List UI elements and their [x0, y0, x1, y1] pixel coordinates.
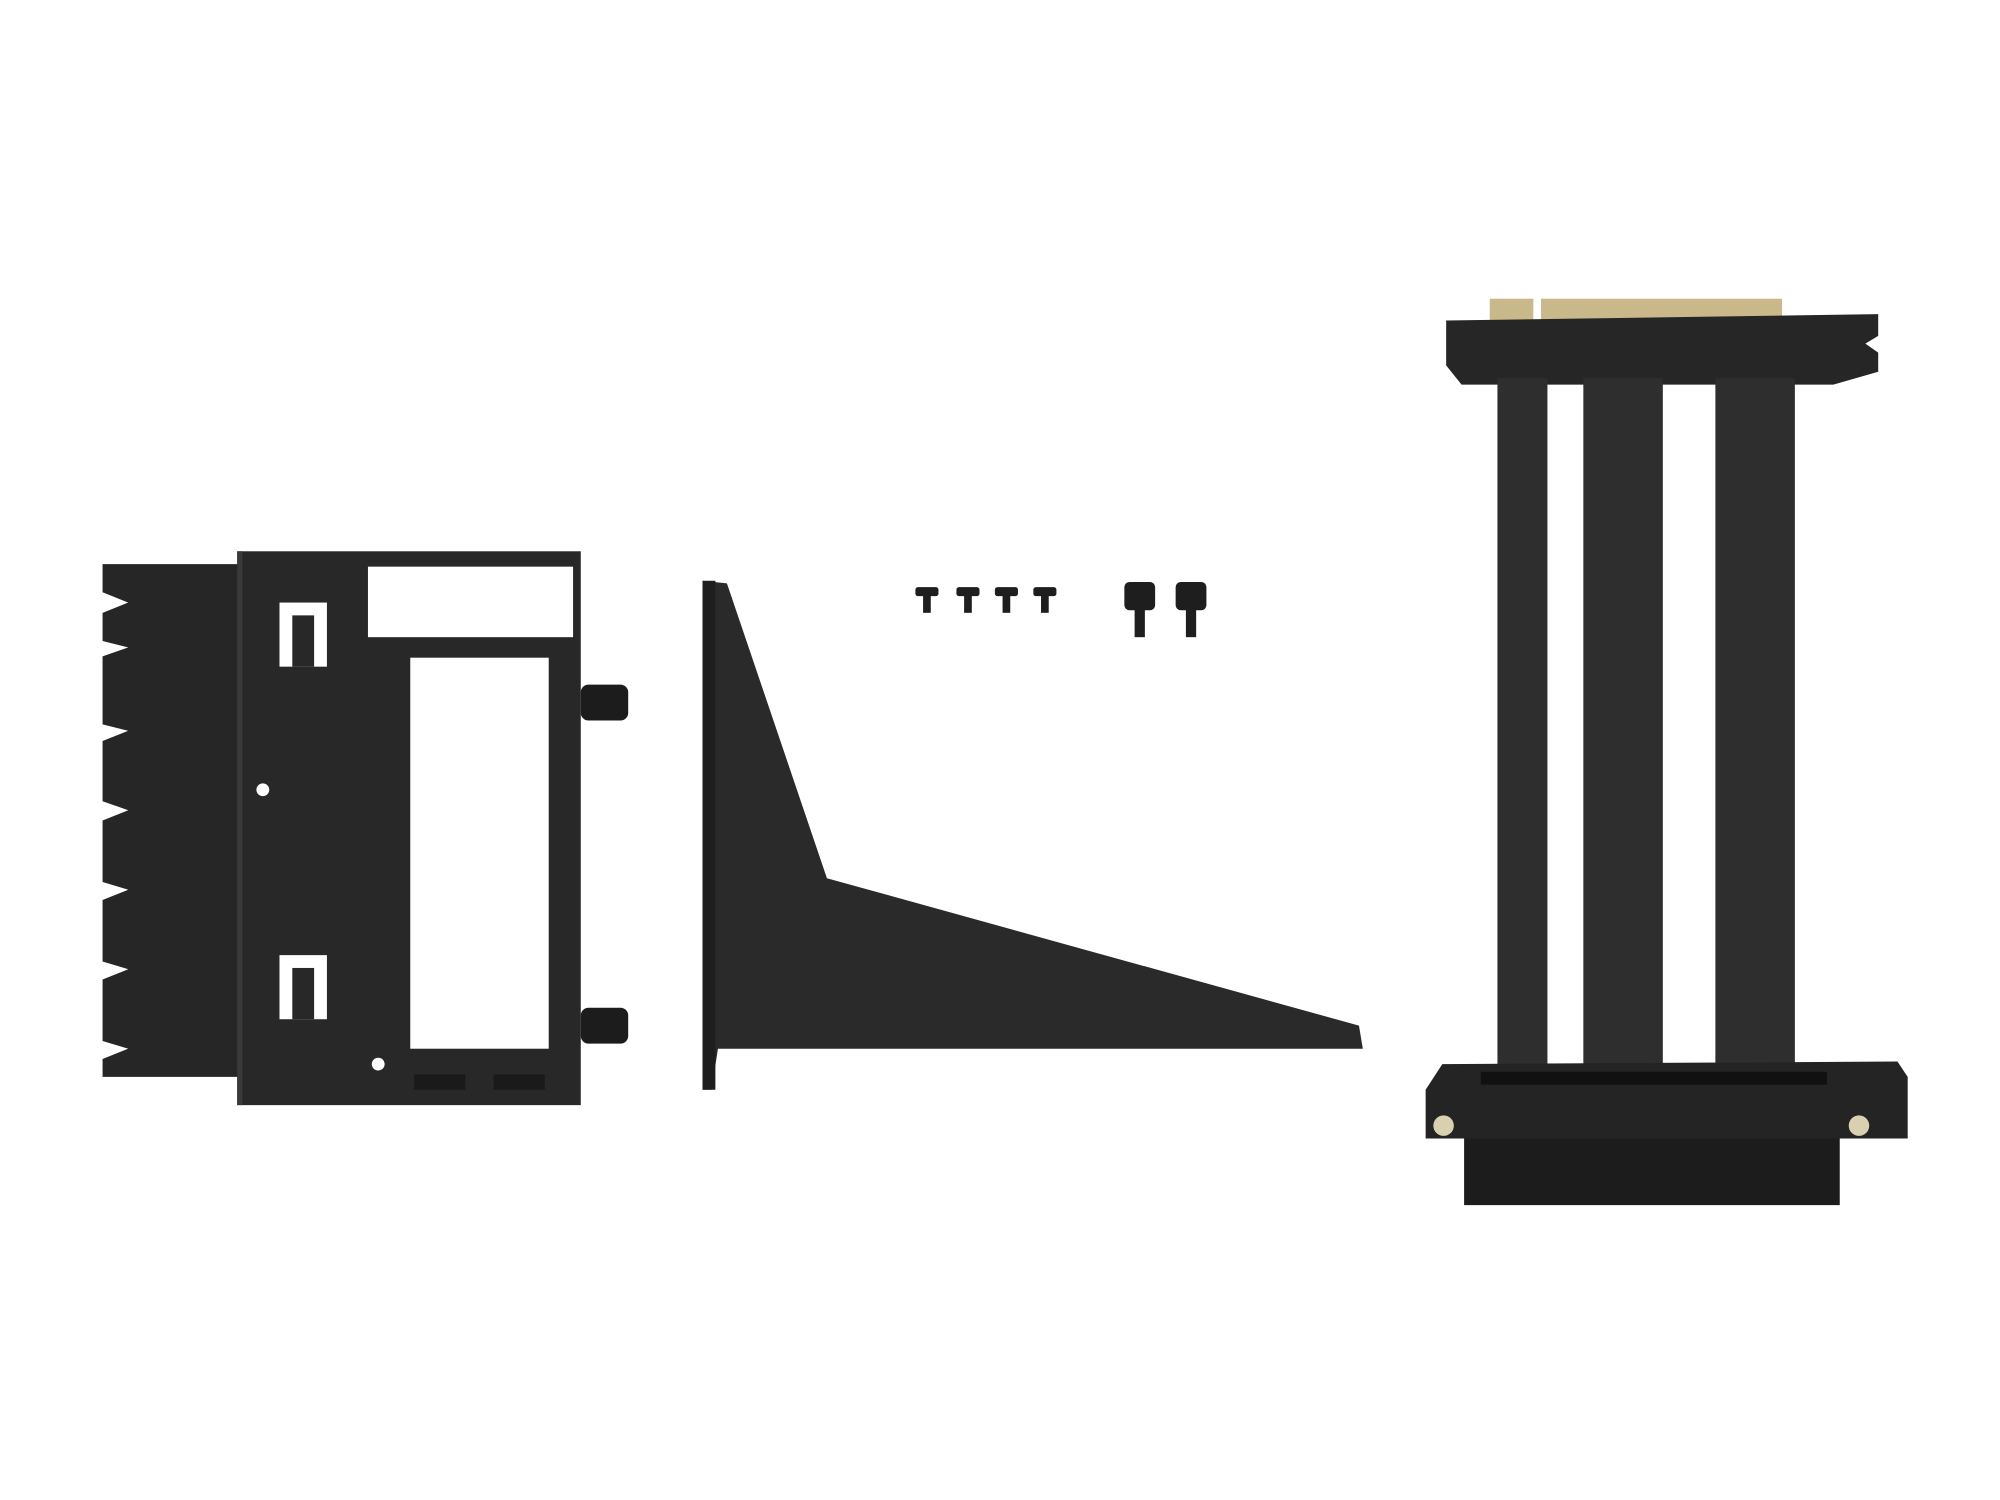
pcie-riser-cable: [1425, 298, 1908, 1206]
support-arm: [702, 580, 1363, 1090]
slot-tab: [292, 967, 315, 1020]
mount-hole: [1848, 1115, 1870, 1136]
vertical-bracket: [102, 551, 629, 1106]
thumb-screw-icon: [1124, 582, 1156, 638]
thumb-screws: [1124, 582, 1207, 638]
vent: [414, 1074, 466, 1090]
frame-edge: [237, 551, 243, 1106]
screw-icon: [915, 587, 939, 613]
small-screws: [915, 587, 1057, 613]
cable-ribbon-3: [1715, 378, 1795, 1071]
mount-hole: [1433, 1115, 1454, 1136]
top-cutout: [367, 566, 574, 638]
slot-tab: [292, 615, 315, 667]
screw-icon: [956, 587, 980, 613]
hole: [256, 783, 270, 797]
screw-icon: [994, 587, 1018, 613]
screw-icon: [1033, 587, 1057, 613]
cable-ribbon-2: [1583, 378, 1663, 1071]
vent: [493, 1074, 545, 1090]
connector-block: [1464, 1138, 1840, 1206]
support-arm-body: [702, 580, 1363, 1090]
thumb-knob-top: [580, 684, 629, 721]
top-board: [1446, 314, 1879, 385]
pcie-slot: [1480, 1071, 1827, 1085]
slot-cover-comb: [102, 564, 244, 1077]
support-arm-flange: [702, 580, 716, 1090]
window-cutout: [410, 657, 549, 1049]
cable-ribbon-1: [1497, 378, 1548, 1071]
thumb-knob-bottom: [580, 1007, 629, 1044]
thumb-screw-icon: [1175, 582, 1207, 638]
hole: [371, 1057, 385, 1071]
